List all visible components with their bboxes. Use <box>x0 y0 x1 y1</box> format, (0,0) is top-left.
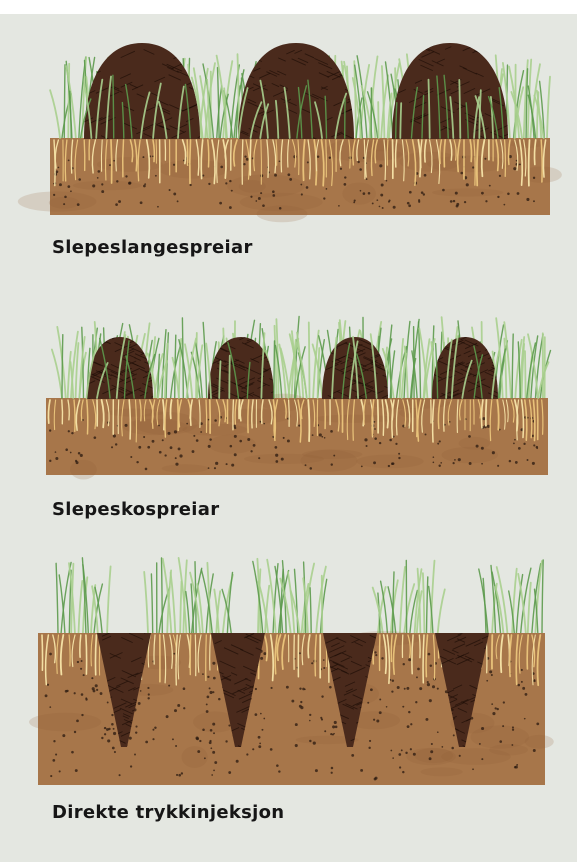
caption-slepeskospreiar: Slepeskospreiar <box>52 499 219 520</box>
grass-tuft-1 <box>56 558 111 633</box>
grass-tuft-5 <box>479 560 543 633</box>
caption-direkte-trykkinjeksjon: Direkte trykkinjeksjon <box>52 802 284 823</box>
method-panel-direkte-trykkinjeksjon: Direkte trykkinjeksjon <box>0 530 577 860</box>
diagram-direkte-trykkinjeksjon <box>0 530 577 795</box>
grass-tuft-2 <box>144 558 233 633</box>
manure-mound-3 <box>392 41 521 139</box>
grass-tuft-3 <box>253 559 327 633</box>
diagram-slepeskospreiar <box>0 270 577 485</box>
manure-mound-1 <box>84 40 212 140</box>
diagram-slepeslangespreiar <box>0 0 577 230</box>
caption-slepeslangespreiar: Slepeslangespreiar <box>52 237 253 258</box>
grass-tuft-4 <box>373 561 445 634</box>
method-panel-slepeslangespreiar: Slepeslangespreiar <box>0 0 577 270</box>
method-panel-slepeskospreiar: Slepeskospreiar <box>0 270 577 530</box>
soil-layer <box>46 394 548 480</box>
